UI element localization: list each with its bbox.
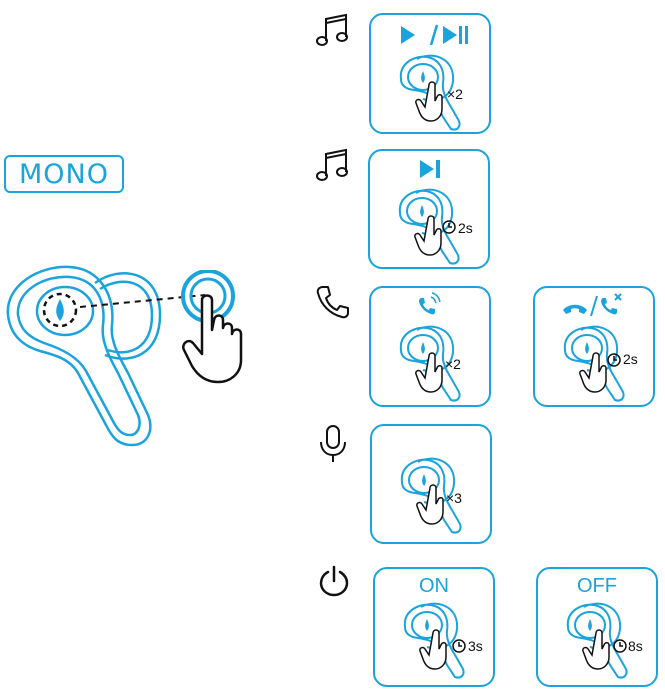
- mono-mode-badge: MONO: [4, 155, 124, 193]
- earbud-diagram: [566, 602, 628, 679]
- earbud-diagram: [399, 54, 461, 131]
- gesture-label: ×2: [445, 356, 461, 372]
- clock-icon: [452, 639, 466, 653]
- gesture-label: ×2: [447, 86, 463, 102]
- power-off-card: OFF 8s: [536, 567, 658, 687]
- earbud-diagram: [399, 325, 461, 402]
- phone-icon: [316, 286, 349, 319]
- music-note-icon: [316, 148, 348, 181]
- microphone-icon: [320, 425, 346, 462]
- mono-label: MONO: [19, 158, 109, 190]
- clock-icon: [613, 639, 627, 653]
- power-on-card: ON 3s: [373, 567, 495, 687]
- gesture-label: 2s: [458, 220, 473, 236]
- card-title-on: ON: [419, 575, 449, 597]
- earbud-diagram: [403, 602, 466, 679]
- next-track-card: 2s: [368, 149, 490, 269]
- earbud-diagram: [563, 325, 625, 402]
- power-icon: [319, 565, 349, 597]
- next-track-icon: [420, 160, 440, 178]
- answer-call-card: ×2: [369, 286, 491, 407]
- answer-call-icon: [419, 292, 441, 315]
- end-reject-call-icon: [563, 293, 622, 317]
- clock-icon: [607, 353, 621, 367]
- clock-icon: [442, 220, 456, 234]
- gesture-label: ×3: [446, 490, 462, 506]
- earbud-diagram: [398, 188, 460, 265]
- gesture-label: 2s: [623, 351, 638, 367]
- music-note-icon: [316, 13, 348, 46]
- earbud-illustration: [6, 265, 206, 447]
- play-pause-icon: [401, 24, 468, 46]
- gesture-label: 8s: [628, 638, 643, 654]
- play-pause-card: ×2: [369, 13, 491, 134]
- earbud-diagram: [400, 457, 462, 534]
- gesture-label: 3s: [468, 638, 483, 654]
- voice-assistant-card: ×3: [370, 424, 492, 544]
- tap-hand-icon: [181, 270, 243, 384]
- end-reject-call-card: 2s: [533, 286, 655, 407]
- card-title-off: OFF: [577, 575, 617, 597]
